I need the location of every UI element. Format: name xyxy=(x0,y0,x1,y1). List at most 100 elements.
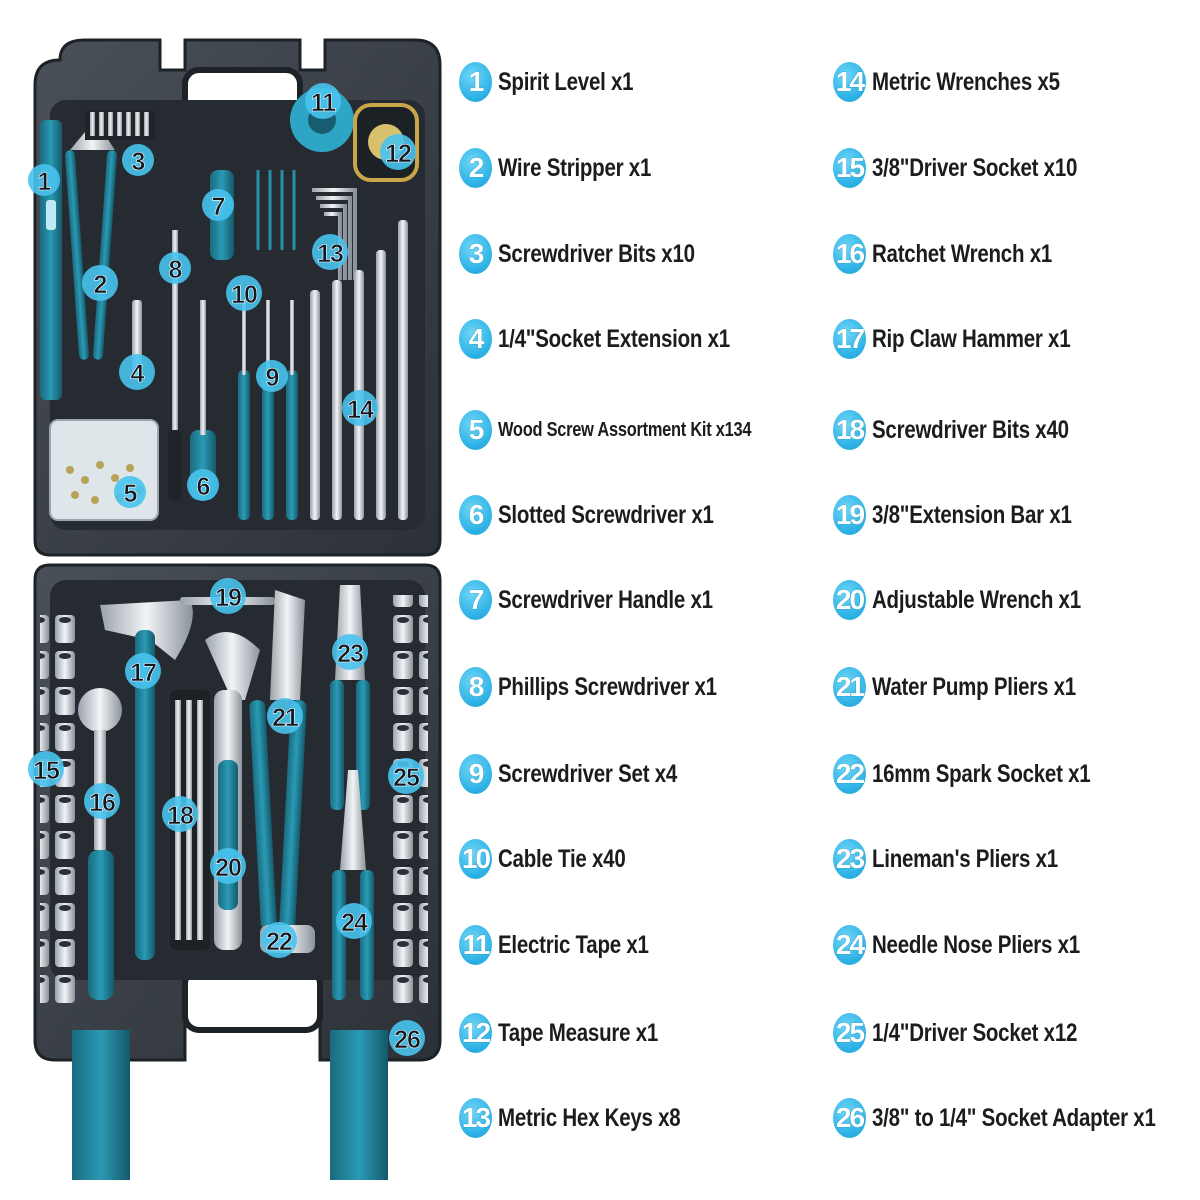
svg-text:15: 15 xyxy=(33,757,60,785)
svg-text:8: 8 xyxy=(169,256,183,284)
legend-item-11: 11 Electric Tape x1 xyxy=(459,925,682,965)
legend-item-6: 6 Slotted Screwdriver x1 xyxy=(459,495,761,535)
cable-ties xyxy=(256,170,296,250)
legend-item-18: 18 Screwdriver Bits x40 xyxy=(833,410,1112,450)
legend-item-label: Lineman's Pliers x1 xyxy=(872,844,1058,873)
badge-22: 22 xyxy=(261,922,297,958)
badge-26: 26 xyxy=(389,1020,425,1056)
legend-number-badge: 3 xyxy=(459,234,492,274)
legend-item-label: Screwdriver Bits x10 xyxy=(498,239,695,268)
legend-item-label: Screwdriver Handle x1 xyxy=(498,585,713,614)
badge-13: 13 xyxy=(312,234,348,270)
badge-25: 25 xyxy=(388,758,424,794)
svg-text:10: 10 xyxy=(231,281,257,309)
badge-7: 7 xyxy=(202,189,234,221)
legend-number-badge: 4 xyxy=(459,319,492,359)
water-pump-pliers xyxy=(249,590,307,930)
legend-number-badge: 15 xyxy=(833,148,866,188)
legend-item-26: 26 3/8" to 1/4" Socket Adapter x1 xyxy=(833,1098,1200,1138)
badge-1: 1 xyxy=(28,164,60,196)
legend-number-badge: 26 xyxy=(833,1098,866,1138)
svg-text:9: 9 xyxy=(266,364,279,392)
case-foot-right xyxy=(330,1030,388,1180)
legend-number-badge: 7 xyxy=(459,580,492,620)
legend-item-label: 1/4"Driver Socket x12 xyxy=(872,1018,1078,1047)
svg-text:6: 6 xyxy=(197,473,210,501)
svg-text:19: 19 xyxy=(215,584,241,612)
toolbox-illustration: 1 2 3 4 5 6 7 8 9 10 11 12 13 14 15 16 1… xyxy=(28,38,442,1180)
legend-item-label: Metric Wrenches x5 xyxy=(872,67,1060,96)
legend-item-20: 20 Adjustable Wrench x1 xyxy=(833,580,1127,620)
svg-text:5: 5 xyxy=(124,480,138,508)
socket-column-left xyxy=(40,615,80,1010)
legend-number-badge: 19 xyxy=(833,495,866,535)
wood-screw-kit xyxy=(49,419,159,521)
svg-text:18: 18 xyxy=(167,802,194,830)
legend-item-label: Needle Nose Pliers x1 xyxy=(872,930,1080,959)
legend-item-1: 1 Spirit Level x1 xyxy=(459,62,663,102)
socket-column-right xyxy=(392,595,428,1010)
badge-15: 15 xyxy=(28,751,64,787)
legend-item-17: 17 Rip Claw Hammer x1 xyxy=(833,319,1114,359)
legend-number-badge: 10 xyxy=(459,839,492,879)
badge-9: 9 xyxy=(256,360,288,392)
legend-item-label: Rip Claw Hammer x1 xyxy=(872,324,1071,353)
legend-item-label: Metric Hex Keys x8 xyxy=(498,1103,681,1132)
svg-text:21: 21 xyxy=(272,704,299,732)
badge-4: 4 xyxy=(119,354,155,390)
badge-3: 3 xyxy=(122,144,154,176)
legend-number-badge: 6 xyxy=(459,495,492,535)
svg-text:22: 22 xyxy=(266,928,292,956)
legend-item-label: Spirit Level x1 xyxy=(498,67,634,96)
legend-item-5: 5 Wood Screw Assortment Kit x134 xyxy=(459,410,807,450)
badge-6: 6 xyxy=(187,469,219,501)
legend-item-label: Slotted Screwdriver x1 xyxy=(498,500,714,529)
legend-item-21: 21 Water Pump Pliers x1 xyxy=(833,667,1121,707)
svg-text:13: 13 xyxy=(317,240,343,268)
svg-text:7: 7 xyxy=(212,193,225,221)
svg-text:23: 23 xyxy=(337,640,363,668)
legend-item-label: 16mm Spark Socket x1 xyxy=(872,759,1091,788)
svg-text:12: 12 xyxy=(385,140,411,168)
legend-item-label: Cable Tie x40 xyxy=(498,844,626,873)
legend-item-2: 2 Wire Stripper x1 xyxy=(459,148,685,188)
legend-item-label: 1/4"Socket Extension x1 xyxy=(498,324,730,353)
needle-nose-pliers xyxy=(332,770,374,1000)
legend-number-badge: 8 xyxy=(459,667,492,707)
legend-number-badge: 18 xyxy=(833,410,866,450)
legend-item-22: 22 16mm Spark Socket x1 xyxy=(833,754,1138,794)
ratchet-wrench xyxy=(78,688,122,1000)
legend-item-24: 24 Needle Nose Pliers x1 xyxy=(833,925,1126,965)
svg-text:4: 4 xyxy=(131,360,145,388)
svg-text:16: 16 xyxy=(89,789,115,817)
legend-item-label: Wire Stripper x1 xyxy=(498,153,652,182)
legend-item-label: Screwdriver Set x4 xyxy=(498,759,678,788)
legend-item-10: 10 Cable Tie x40 xyxy=(459,839,653,879)
svg-text:20: 20 xyxy=(215,854,241,882)
badge-14: 14 xyxy=(342,390,378,426)
legend-item-label: Tape Measure x1 xyxy=(498,1018,659,1047)
legend-item-label: Phillips Screwdriver x1 xyxy=(498,672,717,701)
badge-16: 16 xyxy=(84,783,120,819)
claw-hammer xyxy=(100,600,193,960)
legend-number-badge: 11 xyxy=(459,925,492,965)
legend-number-badge: 13 xyxy=(459,1098,492,1138)
badge-23: 23 xyxy=(332,634,368,670)
legend-number-badge: 16 xyxy=(833,234,866,274)
svg-text:14: 14 xyxy=(347,396,374,424)
badge-12: 12 xyxy=(380,134,416,170)
legend-item-25: 25 1/4"Driver Socket x12 xyxy=(833,1013,1122,1053)
svg-text:2: 2 xyxy=(94,271,107,299)
svg-text:1: 1 xyxy=(38,168,52,196)
badges: 1 2 3 4 5 6 7 8 9 10 11 12 13 14 15 16 1… xyxy=(28,83,425,1056)
legend-item-3: 3 Screwdriver Bits x10 xyxy=(459,234,738,274)
svg-text:3: 3 xyxy=(132,148,145,176)
legend-item-label: 3/8"Driver Socket x10 xyxy=(872,153,1078,182)
legend-number-badge: 2 xyxy=(459,148,492,188)
legend-item-label: Screwdriver Bits x40 xyxy=(872,415,1069,444)
legend-number-badge: 22 xyxy=(833,754,866,794)
screwdriver-bits-strip xyxy=(85,110,155,140)
svg-text:11: 11 xyxy=(311,89,337,117)
badge-19: 19 xyxy=(210,578,246,614)
